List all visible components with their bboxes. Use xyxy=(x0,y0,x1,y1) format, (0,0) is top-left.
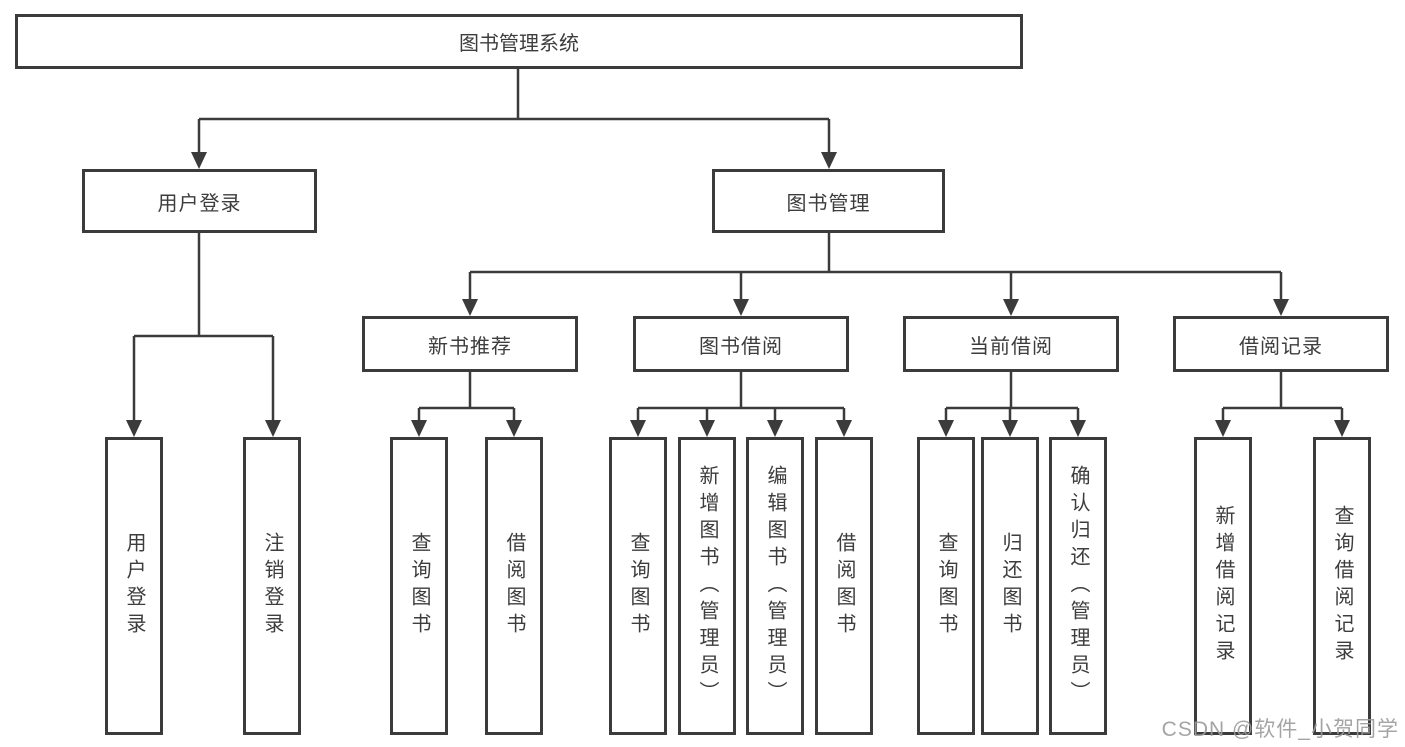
leaf-query-books-3: 查询图书 xyxy=(917,437,975,735)
leaf-query-borrow-record: 查询借阅记录 xyxy=(1313,437,1371,735)
leaf-confirm-return-admin: 确认归还（管理员） xyxy=(1049,437,1107,735)
leaf-edit-books-admin-label: 编辑图书（管理员） xyxy=(764,464,786,708)
node-user-login: 用户登录 xyxy=(82,169,317,233)
node-borrow-records-label: 借阅记录 xyxy=(1239,335,1323,358)
leaf-add-books-admin: 新增图书（管理员） xyxy=(678,437,736,735)
node-book-borrow: 图书借阅 xyxy=(633,316,849,372)
node-new-book-recommend-label: 新书推荐 xyxy=(428,335,512,358)
leaf-query-books-2-label: 查询图书 xyxy=(627,532,649,640)
leaf-borrow-books-2-label: 借阅图书 xyxy=(833,532,855,640)
leaf-logout-label: 注销登录 xyxy=(261,532,283,640)
leaf-edit-books-admin: 编辑图书（管理员） xyxy=(746,437,804,735)
leaf-add-borrow-record: 新增借阅记录 xyxy=(1194,437,1252,735)
node-borrow-records: 借阅记录 xyxy=(1173,316,1389,372)
node-current-borrow: 当前借阅 xyxy=(903,316,1119,372)
leaf-query-borrow-record-label: 查询借阅记录 xyxy=(1331,505,1353,667)
leaf-confirm-return-admin-label: 确认归还（管理员） xyxy=(1067,464,1089,708)
leaf-query-books-3-label: 查询图书 xyxy=(935,532,957,640)
leaf-query-books-1: 查询图书 xyxy=(390,437,448,735)
leaf-borrow-books-2: 借阅图书 xyxy=(815,437,873,735)
node-book-management: 图书管理 xyxy=(712,169,945,233)
leaf-return-books: 归还图书 xyxy=(981,437,1039,735)
leaf-borrow-books-1-label: 借阅图书 xyxy=(503,532,525,640)
leaf-add-books-admin-label: 新增图书（管理员） xyxy=(696,464,718,708)
node-new-book-recommend: 新书推荐 xyxy=(362,316,578,372)
leaf-add-borrow-record-label: 新增借阅记录 xyxy=(1212,505,1234,667)
leaf-borrow-books-1: 借阅图书 xyxy=(485,437,543,735)
node-current-borrow-label: 当前借阅 xyxy=(969,335,1053,358)
node-book-management-label: 图书管理 xyxy=(786,192,871,215)
leaf-query-books-2: 查询图书 xyxy=(609,437,667,735)
leaf-logout: 注销登录 xyxy=(243,437,301,735)
node-library-system-label: 图书管理系统 xyxy=(459,33,579,55)
node-user-login-label: 用户登录 xyxy=(157,192,242,215)
leaf-query-books-1-label: 查询图书 xyxy=(408,532,430,640)
node-book-borrow-label: 图书借阅 xyxy=(699,335,783,358)
leaf-user-login: 用户登录 xyxy=(105,437,163,735)
leaf-user-login-label: 用户登录 xyxy=(123,532,145,640)
csdn-watermark: CSDN @软件_小贺同学 xyxy=(1161,718,1399,741)
node-library-system: 图书管理系统 xyxy=(15,14,1023,69)
leaf-return-books-label: 归还图书 xyxy=(999,532,1021,640)
